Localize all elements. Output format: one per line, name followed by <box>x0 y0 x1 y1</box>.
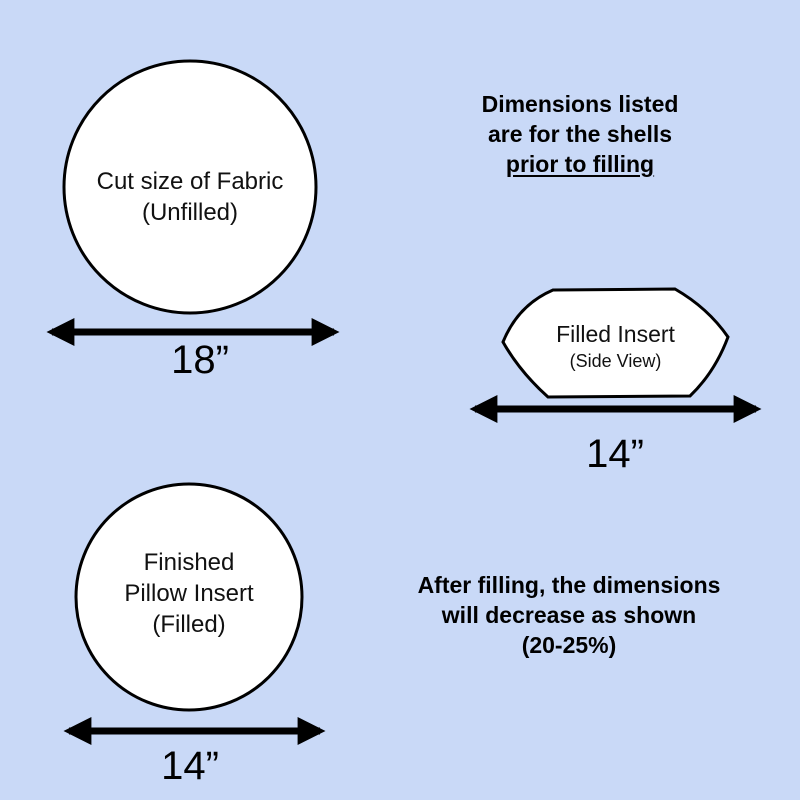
finished-label: Finished Pillow Insert (Filled) <box>76 547 302 640</box>
note-bottom-line3: (20-25%) <box>521 632 617 658</box>
finished-label-line1: Finished <box>143 549 235 576</box>
unfilled-dimension-label: 18” <box>171 338 229 382</box>
unfilled-fabric-circle <box>62 59 318 315</box>
unfilled-label-line2: (Unfilled) <box>141 199 239 226</box>
note-top-line1: Dimensions listed <box>481 91 679 117</box>
side-view-label-line2: (Side View) <box>569 351 662 371</box>
note-top-line3: prior to filling <box>505 151 655 177</box>
note-bottom: After filling, the dimensions will decre… <box>362 570 776 660</box>
unfilled-label: Cut size of Fabric (Unfilled) <box>64 166 316 228</box>
note-bottom-line2: will decrease as shown <box>441 602 697 628</box>
finished-dimension-label: 14” <box>161 744 219 788</box>
note-top-line2: are for the shells <box>487 121 673 147</box>
side-view-label: Filled Insert (Side View) <box>503 319 728 373</box>
finished-label-line2: Pillow Insert <box>124 580 254 607</box>
side-view-dimension-label: 14” <box>586 432 644 476</box>
note-bottom-line1: After filling, the dimensions <box>417 572 721 598</box>
finished-pillow-circle <box>74 482 304 712</box>
side-view-label-line1: Filled Insert <box>556 321 675 347</box>
note-top: Dimensions listed are for the shells pri… <box>430 89 730 179</box>
finished-label-line3: (Filled) <box>152 611 226 638</box>
unfilled-label-line1: Cut size of Fabric <box>96 168 284 195</box>
